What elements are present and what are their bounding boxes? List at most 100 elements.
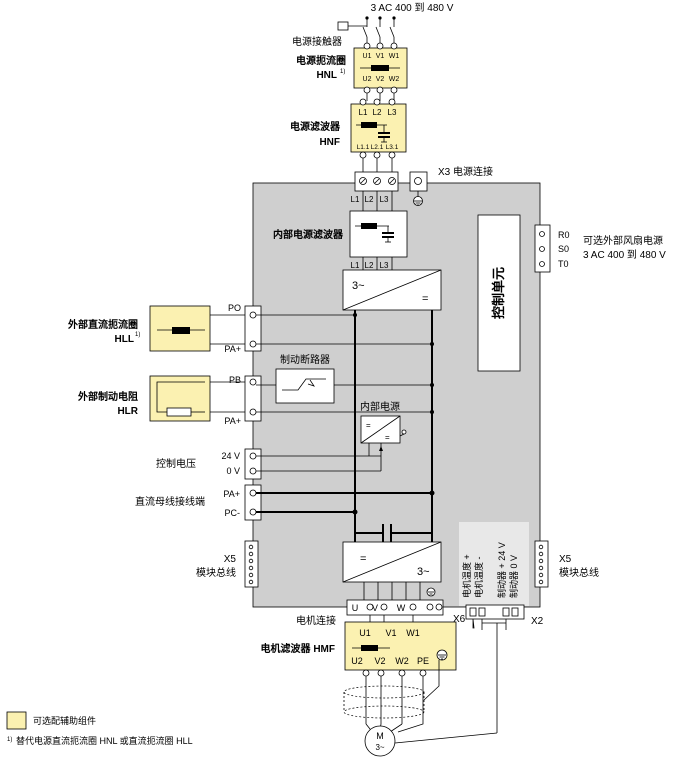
hnl-title: 电源扼流圈 [296,54,346,67]
x2-label-panel [459,522,529,606]
internal-line-filter [349,210,408,258]
fan-term-t0: T0 [558,259,569,269]
x6-label: X6 [453,614,466,625]
filter-out-l1: L1 [351,261,360,270]
temp-minus-label: 电机温度 - [473,556,484,598]
hlr-code: HLR [117,406,138,417]
chopper-switch-icon [282,378,326,391]
motor-icon [364,725,396,757]
pb-pa-terminal [244,375,262,422]
hnf-term-l2: L2 [373,108,382,117]
temp-plus-label: 电机温度 + [461,554,472,598]
hnf-code: HNF [319,137,340,148]
reactor-symbol-icon [371,65,389,71]
fan-term-r0: R0 [558,230,570,240]
motor-conn-label: 电机连接 [296,614,336,627]
term-po: PO [228,303,241,313]
line-filter-hnf: L1 L2 L3 L1.1 L2.1 L3.1 [350,98,407,159]
inverter-ground-icon [426,587,436,597]
motor-phase: 3~ [375,743,384,752]
x2-connector [465,604,525,620]
control-unit-label: 控制单元 [491,267,506,319]
hnl-footnote-mark: 1) [340,69,345,75]
inverter-block [342,541,442,583]
hnf-term-l1: L1 [359,108,368,117]
hnl-term-u1: U1 [363,53,372,60]
resistor-icon [166,407,192,417]
hnl-term-w1: W1 [389,53,400,60]
term-pa-plus-1: PA+ [224,344,241,354]
x5-left-id: X5 [224,554,237,565]
cable-shield-top-icon [343,685,425,699]
hnf-title: 电源滤波器 [290,120,341,133]
hlr-title: 外部制动电阻 [77,390,138,403]
external-brake-resistor-hlr [149,375,211,422]
brake-zero-label: 制动器 0 V [508,555,519,598]
ground-icon [413,191,423,206]
control-unit-block [477,214,521,372]
hmf-term-pe: PE [417,656,429,666]
hnf-term-l3: L3 [388,108,397,117]
filter-choke-icon [361,122,377,128]
legend-text: 可选配辅助组件 [33,715,96,726]
external-dc-reactor-hll [149,305,211,352]
cable-shield-bottom-icon [343,705,425,719]
hnf-term-l31: L3.1 [386,144,399,151]
filter-out-l3: L3 [380,261,389,270]
fan-supply-line1: 可选外部风扇电源 [583,234,663,247]
term-pa-plus-2: PA+ [224,416,241,426]
fan-supply-terminal [534,224,551,273]
hnf-term-l11: L1.1 [357,144,370,151]
x5-left-label: 模块总线 [196,566,236,579]
internal-choke-icon [361,223,377,229]
hnl-term-w2: W2 [389,76,400,83]
line-reactor-hnl: U1 V1 W1 U2 V2 W2 [353,42,408,94]
motor-term-w: W [397,603,406,613]
hmf-term-w1: W1 [406,628,420,638]
hmf-term-u1: U1 [359,628,371,638]
internal-supply-label: 内部电源 [360,400,400,413]
fan-supply-line2: 3 AC 400 到 480 V [583,249,666,261]
supply-dc-symbol-icon: = [366,421,371,430]
term-24v: 24 V [221,451,240,461]
hll-footnote-mark: 1) [135,332,140,338]
control-voltage-terminal [244,448,262,480]
hmf-title: 电机滤波器 HMF [261,642,335,655]
supply-dc-symbol-out-icon: = [385,433,390,442]
hnl-term-u2: U2 [363,76,372,83]
contactor-label: 电源接触器 [292,35,342,48]
hmf-term-w2: W2 [395,656,409,666]
rectifier-ac-label: 3~ [352,280,365,292]
legend-swatch [6,711,27,730]
term-0v: 0 V [226,466,240,476]
main-contactor [337,16,396,43]
control-voltage-label: 控制电压 [156,457,196,470]
hnf-term-l21: L2.1 [371,144,384,151]
brake-chopper-label: 制动断路器 [280,353,330,366]
footnote-mark: 1) [7,737,12,743]
brake-chopper-block [275,368,335,404]
hnl-code: HNL [316,70,337,81]
footnote-text: 替代电源直流扼流圈 HNL 或直流扼流圈 HLL [16,735,193,746]
motor-term-u: U [352,603,359,613]
x3-label: X3 电源连接 [438,165,493,178]
inverter-ac-label: 3~ [417,566,430,578]
dc-reactor-icon [172,327,190,334]
hmf-term-u2: U2 [351,656,363,666]
dc-bus-terminal [244,484,262,521]
term-pc-minus: PC- [225,508,241,518]
motor-term-v: V [372,603,378,613]
po-pa-terminal [244,305,262,352]
motor-filter-choke-icon [361,645,378,651]
motor-filter-hmf [344,621,457,677]
x5-right-id: X5 [559,554,572,565]
x6-motor-terminal [346,599,444,616]
hll-code: HLL [115,334,134,345]
hnl-term-v2: V2 [376,76,385,83]
internal-filter-label: 内部电源滤波器 [273,228,344,241]
filter-out-l2: L2 [365,261,374,270]
mains-term-l2: L2 [365,195,374,204]
supply-label: 3 AC 400 到 480 V [371,2,454,14]
mains-term-l3: L3 [380,195,389,204]
